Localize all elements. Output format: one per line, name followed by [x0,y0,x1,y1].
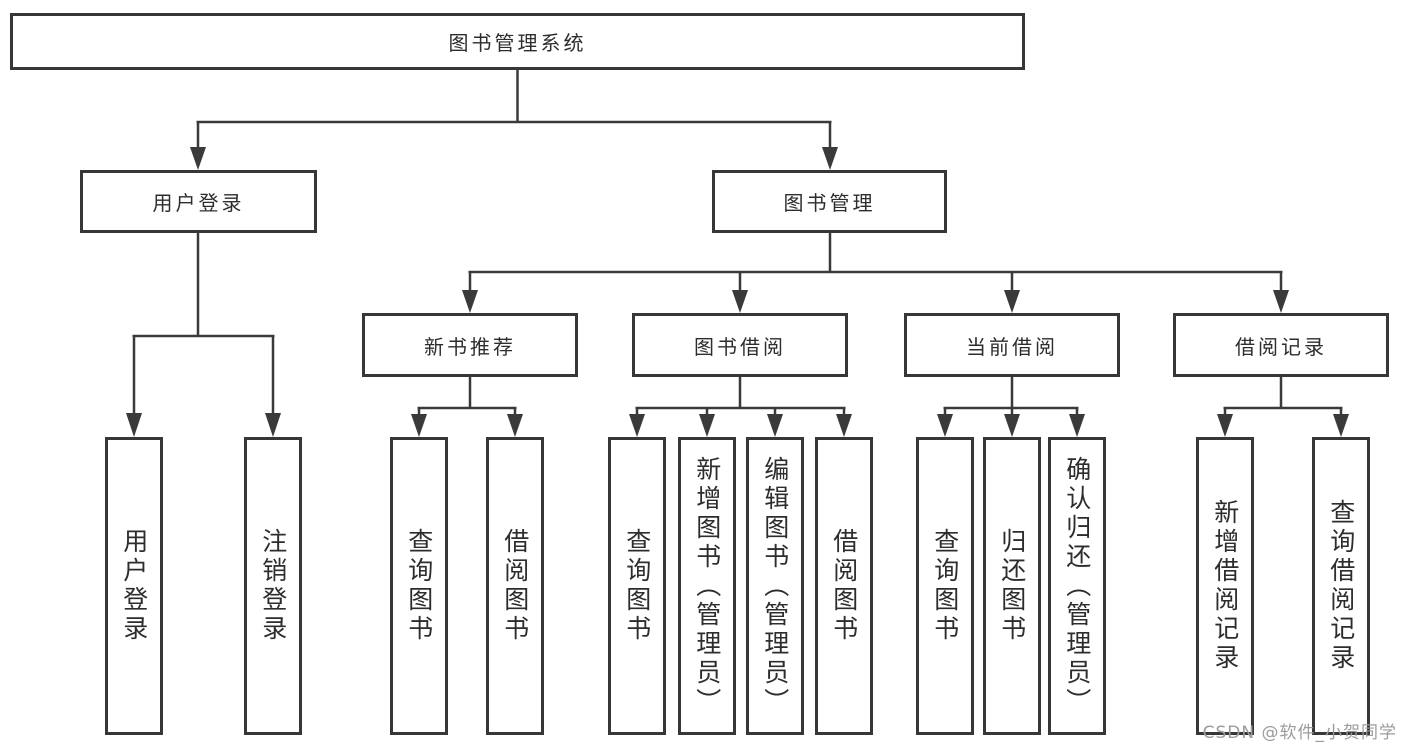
leaf-query-books-recommend: 查询图书 [390,437,448,735]
leaf-return-books: 归还图书 [983,437,1041,735]
node-label: 借阅记录 [1235,334,1327,359]
leaf-label: 查询图书 [404,528,434,644]
leaf-label: 查询借阅记录 [1326,499,1356,673]
leaf-label: 查询图书 [930,528,960,644]
leaf-label: 注销登录 [258,528,288,644]
node-label: 图书管理系统 [448,31,587,55]
leaf-query-borrow-record: 查询借阅记录 [1312,437,1370,735]
watermark: CSDN @软件_小贺同学 [1202,723,1397,743]
node-library-system: 图书管理系统 [10,13,1025,70]
leaf-add-borrow-record: 新增借阅记录 [1196,437,1254,735]
leaf-label: 编辑图书（管理员） [760,455,790,717]
leaf-query-books-borrow: 查询图书 [608,437,666,735]
leaf-label: 借阅图书 [500,528,530,644]
leaf-label: 新增图书（管理员） [692,455,722,717]
node-label: 图书借阅 [694,334,786,359]
leaf-label: 新增借阅记录 [1210,499,1240,673]
node-book-management: 图书管理 [712,170,947,233]
node-label: 图书管理 [783,191,876,215]
leaf-borrow-books-recommend: 借阅图书 [486,437,544,735]
leaf-label: 归还图书 [997,528,1027,644]
node-current-borrowing: 当前借阅 [904,313,1120,377]
leaf-add-books-admin: 新增图书（管理员） [678,437,736,735]
node-new-book-recommend: 新书推荐 [362,313,578,377]
leaf-edit-books-admin: 编辑图书（管理员） [746,437,804,735]
leaf-label: 用户登录 [119,528,149,644]
node-book-borrowing: 图书借阅 [632,313,848,377]
leaf-query-books-current: 查询图书 [916,437,974,735]
node-borrowing-records: 借阅记录 [1173,313,1389,377]
leaf-label: 确认归还（管理员） [1062,455,1092,717]
leaf-logout: 注销登录 [244,437,302,735]
node-label: 当前借阅 [966,334,1058,359]
node-label: 新书推荐 [424,334,516,359]
leaf-label: 借阅图书 [829,528,859,644]
leaf-confirm-return-admin: 确认归还（管理员） [1048,437,1106,735]
leaf-label: 查询图书 [622,528,652,644]
node-label: 用户登录 [152,191,245,215]
leaf-user-login: 用户登录 [105,437,163,735]
leaf-borrow-books: 借阅图书 [815,437,873,735]
node-user-login: 用户登录 [80,170,317,233]
